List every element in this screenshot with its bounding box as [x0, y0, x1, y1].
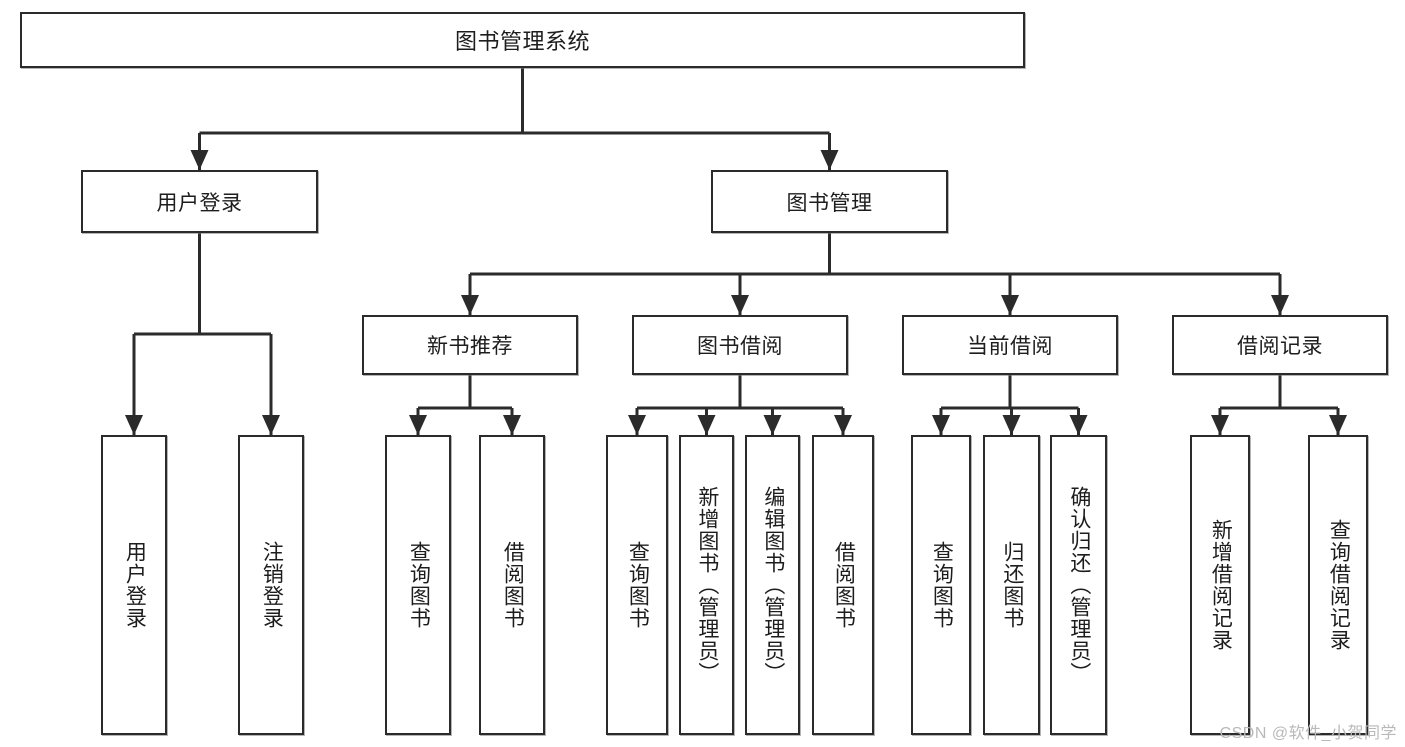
node-leaf-bor-3[interactable]: 编辑图书（管理员）: [745, 435, 800, 735]
node-borrow[interactable]: 图书借阅: [632, 315, 848, 375]
node-leaf-new-1[interactable]: 查询图书: [385, 435, 451, 735]
connector-arrowhead: [409, 415, 427, 435]
connector-arrowhead: [262, 415, 280, 435]
node-label: 新增借阅记录: [1209, 519, 1233, 651]
node-leaf-bor-4[interactable]: 借阅图书: [812, 435, 874, 735]
node-label: 编辑图书（管理员）: [761, 486, 785, 684]
node-label: 用户登录: [156, 191, 243, 215]
connector-arrowhead: [932, 415, 950, 435]
node-label: 借阅图书: [832, 541, 856, 629]
node-label: 图书管理系统: [454, 29, 590, 54]
node-label: 查询借阅记录: [1327, 519, 1351, 651]
node-label: 查询图书: [407, 541, 431, 629]
watermark-text: CSDN @软件_小贺同学: [1219, 725, 1397, 742]
connector-arrowhead: [628, 415, 646, 435]
node-label: 图书借阅: [697, 335, 783, 358]
node-label: 用户登录: [123, 541, 147, 629]
connector-arrowhead: [1329, 415, 1347, 435]
node-label: 确认归还（管理员）: [1067, 486, 1091, 684]
connector-arrowhead: [1002, 415, 1021, 435]
node-leaf-rec-1[interactable]: 新增借阅记录: [1190, 435, 1250, 735]
node-label: 借阅记录: [1237, 335, 1323, 358]
node-label: 当前借阅: [967, 335, 1053, 358]
node-newbook[interactable]: 新书推荐: [362, 315, 578, 375]
node-leaf-new-2[interactable]: 借阅图书: [479, 435, 545, 735]
node-current[interactable]: 当前借阅: [902, 315, 1118, 375]
connector-arrowhead: [731, 295, 749, 315]
node-leaf-bor-2[interactable]: 新增图书（管理员）: [679, 435, 734, 735]
node-records[interactable]: 借阅记录: [1172, 315, 1388, 375]
node-leaf-cur-1[interactable]: 查询图书: [911, 435, 971, 735]
connector-arrowhead: [125, 415, 143, 435]
connector-arrowhead: [834, 415, 852, 435]
node-leaf-login-2[interactable]: 注销登录: [238, 435, 304, 735]
node-leaf-rec-2[interactable]: 查询借阅记录: [1308, 435, 1368, 735]
node-login[interactable]: 用户登录: [81, 170, 318, 233]
connector-arrowhead: [1001, 295, 1019, 315]
connector-arrowhead: [763, 415, 782, 435]
node-root[interactable]: 图书管理系统: [20, 12, 1025, 68]
node-label: 借阅图书: [501, 541, 525, 629]
node-label: 查询图书: [626, 541, 650, 629]
connector-arrowhead: [503, 415, 521, 435]
node-label: 新书推荐: [427, 335, 513, 358]
node-label: 注销登录: [260, 541, 284, 629]
connector-arrowhead: [190, 150, 209, 170]
connector-arrowhead: [1271, 295, 1289, 315]
node-label: 查询图书: [930, 541, 954, 629]
connector-arrowhead: [461, 295, 479, 315]
node-leaf-bor-1[interactable]: 查询图书: [606, 435, 668, 735]
node-label: 归还图书: [1000, 541, 1024, 629]
node-bookmgmt[interactable]: 图书管理: [711, 170, 948, 233]
node-label: 图书管理: [786, 191, 873, 215]
connector-arrowhead: [697, 415, 716, 435]
connector-arrowhead: [820, 150, 839, 170]
node-leaf-cur-3[interactable]: 确认归还（管理员）: [1050, 435, 1107, 735]
connector-arrowhead: [1211, 415, 1229, 435]
node-label: 新增图书（管理员）: [695, 486, 719, 684]
connector-arrowhead: [1069, 415, 1088, 435]
node-leaf-cur-2[interactable]: 归还图书: [983, 435, 1040, 735]
node-leaf-login-1[interactable]: 用户登录: [101, 435, 167, 735]
